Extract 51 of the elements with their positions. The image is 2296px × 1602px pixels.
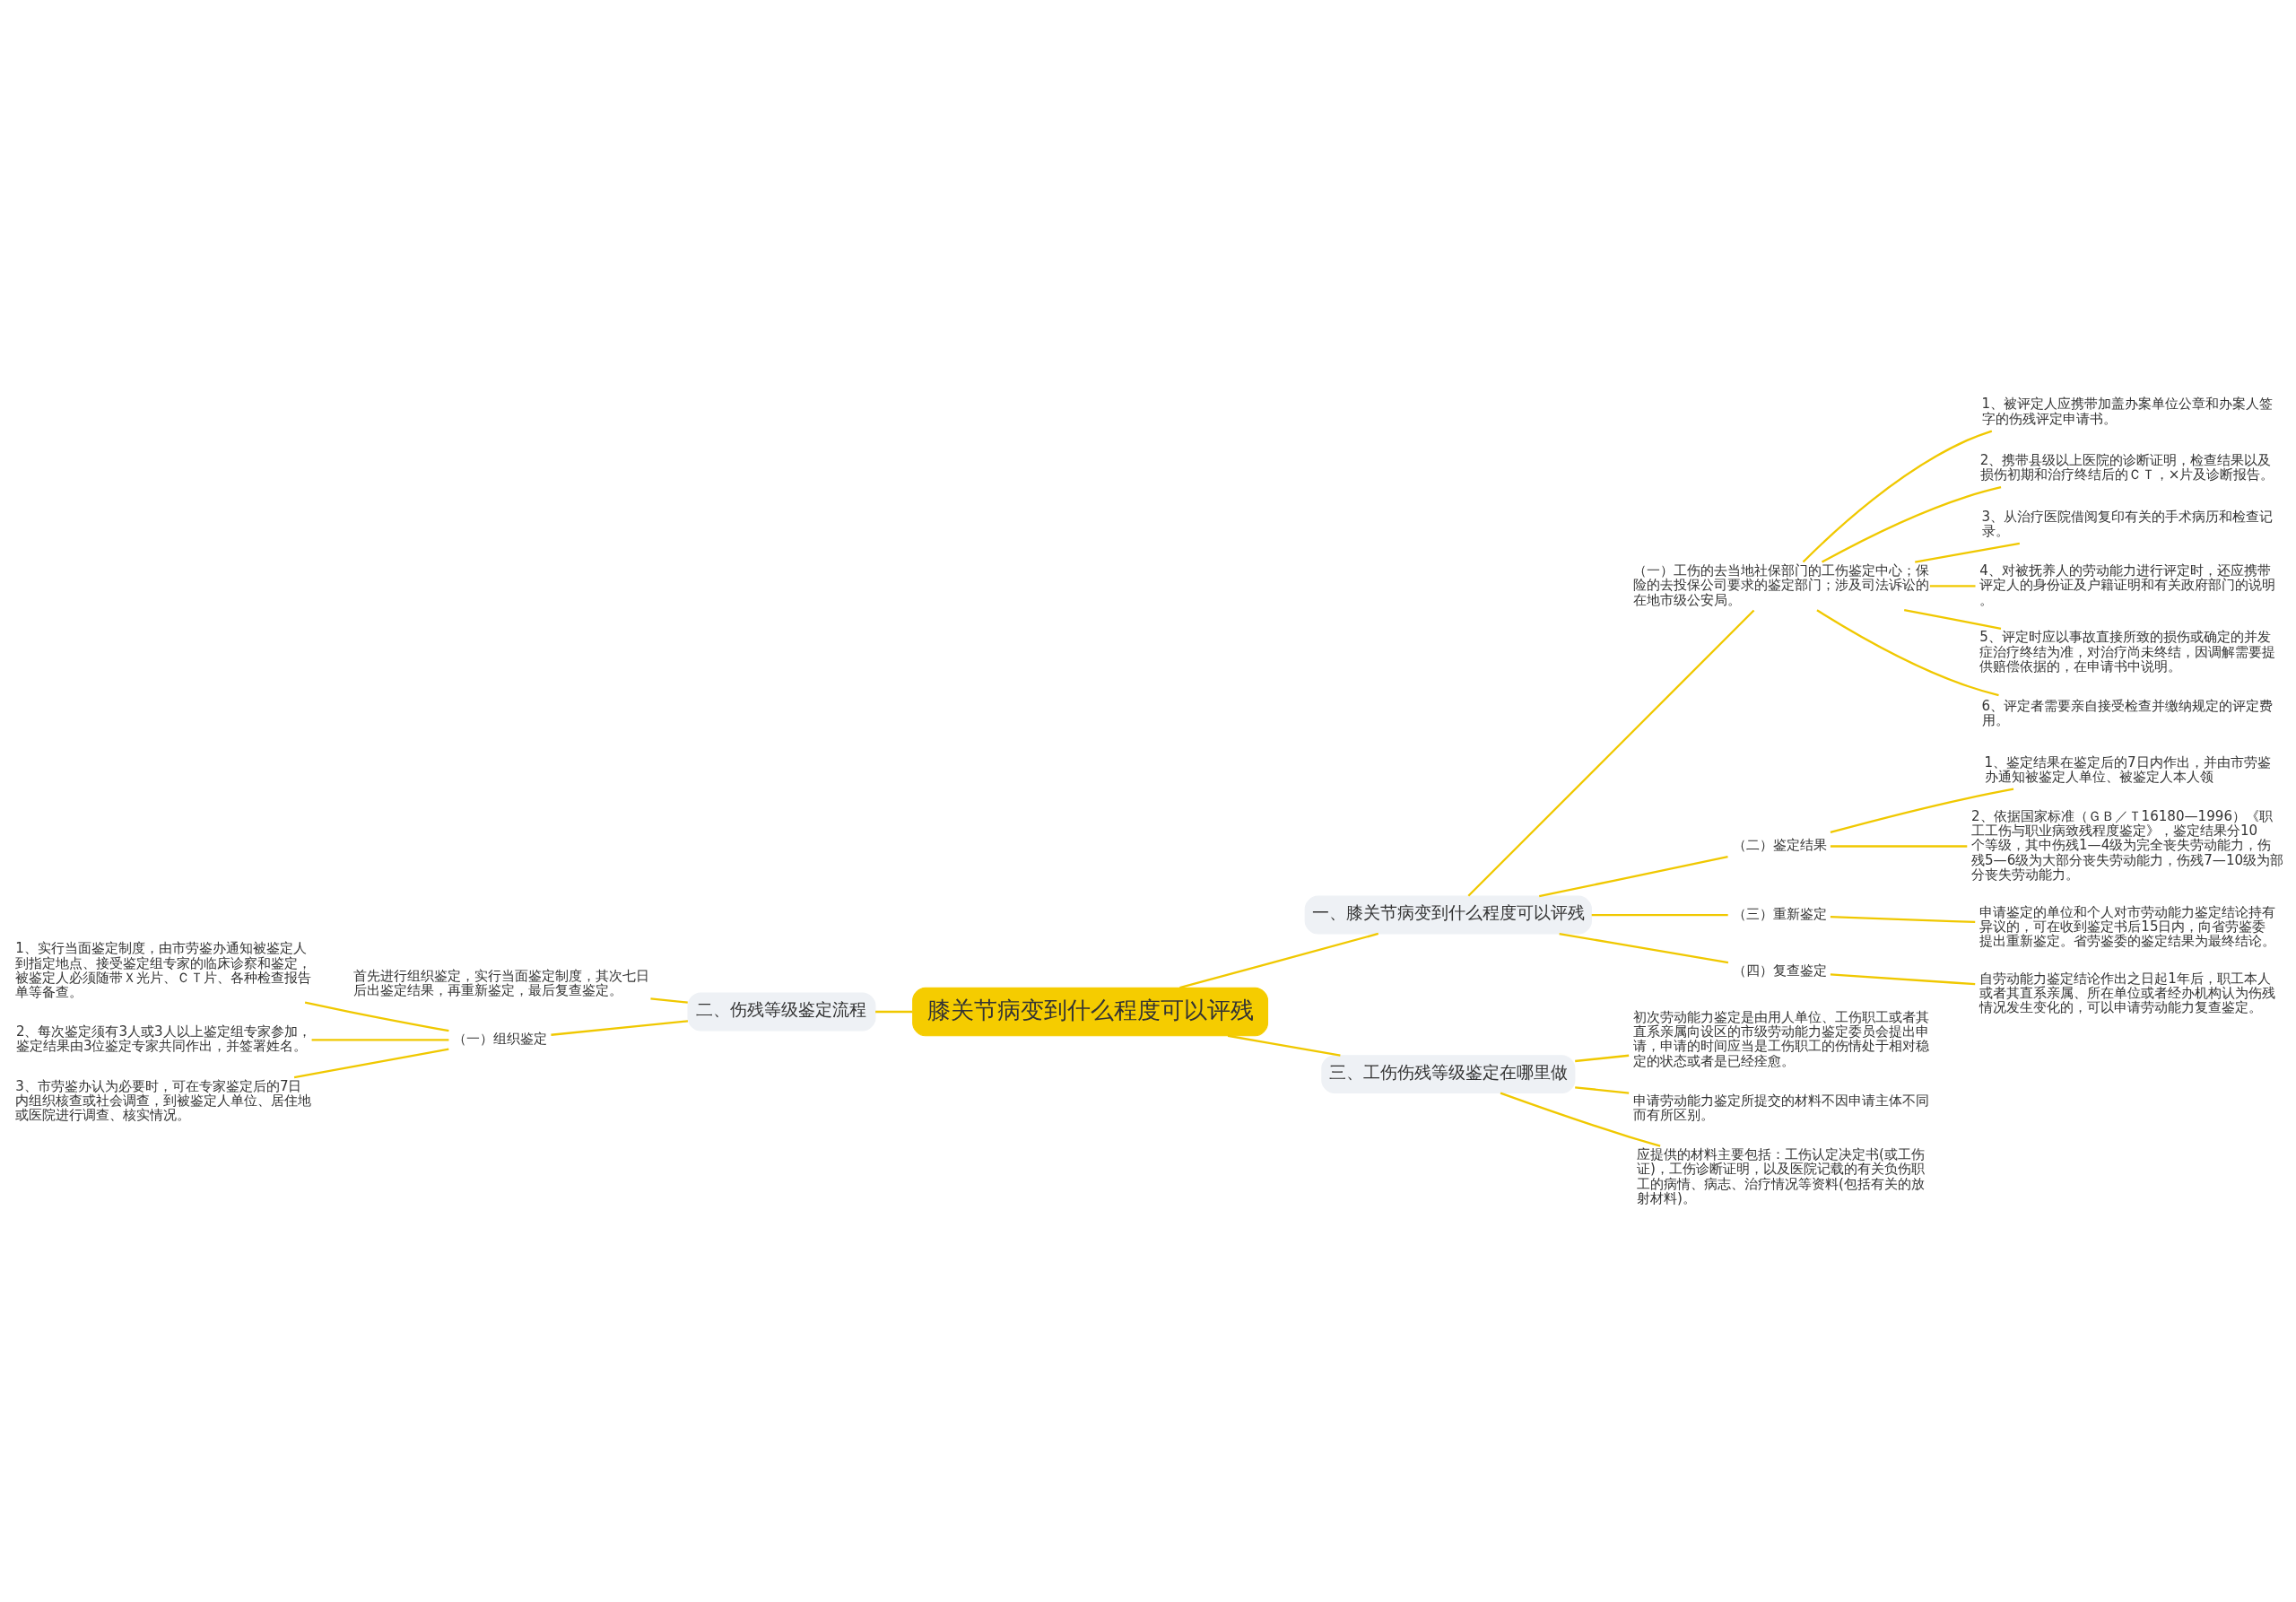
node-text: （二）鉴定结果 [1732,837,1827,854]
node-text: 2、每次鉴定须有3人或3人以上鉴定组专家参加，鉴定结果由3位鉴定专家共同作出，并签署姓名。 [15,1023,311,1055]
node-text: 2、依据国家标准（ＧＢ／Ｔ16180—1996）《职工工伤与职业病致残程度鉴定》，鉴定结果分10个等级，其中伤残1—4级为完全丧失劳动能力，伤残5—6级为大部分丧失劳动能力，伤残7—10级为部分丧失劳动能力。 [1971,807,2284,883]
connector [1538,856,1728,898]
connector [1179,932,1379,989]
node-text: 应提供的材料主要包括：工伤认定决定书(或工伤证)，工伤诊断证明，以及医院记载的有关负伤职工的病情、病志、治疗情况等资料(包括有关的放射材料)。 [1636,1146,1925,1206]
connector [1830,788,2014,834]
node-text: 3、从治疗医院借阅复印有关的手术病历和检查记录。 [1981,508,2274,539]
node-text: 自劳动能力鉴定结论作出之日起1年后，职工本人或者其直系亲属、所在单位或者经办机构认为伤残情况发生变化的，可以申请劳动能力复查鉴定。 [1979,970,2276,1016]
connector [1559,932,1729,964]
connector [1830,915,1976,924]
node-text: 2、携带县级以上医院的诊断证明，检查结果以及损伤初期和治疗终结后的ＣＴ，×片及诊断报告。 [1979,452,2274,483]
connector [1467,609,1755,897]
connector [1575,1086,1630,1094]
node-text: 首先进行组织鉴定，实行当面鉴定制度，其次七日后出鉴定结果，再重新鉴定，最后复查鉴定。 [353,967,650,998]
node-text: 1、被评定人应携带加盖办案单位公章和办案人签字的伤残评定申请书。 [1981,396,2274,427]
node-text: （一）工伤的去当地社保部门的工伤鉴定中心；保险的去投保公司要求的鉴定部门；涉及司法诉讼的在地市级公安局。 [1632,562,1929,608]
connector [1500,1092,1661,1147]
connector [1929,585,1976,588]
connector [1816,609,1999,697]
connector [1802,430,1993,563]
node-text: 4、对被抚养人的劳动能力进行评定时，还应携带评定人的身份证及户籍证明和有关政府部门的说明。 [1979,562,2276,608]
node-box: 一、膝关节病变到什么程度可以评残 [1304,895,1592,935]
connector [875,1010,913,1014]
node-text: 6、评定者需要亲自接受检查并缴纳规定的评定费用。 [1981,697,2274,729]
node-box: 二、伤残等级鉴定流程 [687,992,876,1032]
connector [1903,608,2002,631]
node-text: 申请鉴定的单位和个人对市劳动能力鉴定结论持有异议的，可在收到鉴定书后15日内，向省劳鉴委提出重新鉴定。省劳鉴委的鉴定结果为最终结论。 [1979,903,2276,950]
node-text: 1、实行当面鉴定制度，由市劳鉴办通知被鉴定人到指定地点、接受鉴定组专家的临床诊察和鉴定，被鉴定人必须随带Ｘ光片、ＣＴ片、各种检查报告单等备查。 [15,940,312,1001]
connector [1830,845,1968,848]
connector [551,1020,689,1036]
node-text: （三）重新鉴定 [1732,906,1827,923]
node-text: 1、鉴定结果在鉴定后的7日内作出，并由市劳鉴办通知被鉴定人单位、被鉴定人本人领 [1984,753,2271,785]
node-text: （四）复查鉴定 [1732,962,1827,979]
connector [1591,913,1728,917]
node-text: 3、市劳鉴办认为必要时，可在专家鉴定后的7日内组织核查或社会调查，到被鉴定人单位、居住地或医院进行调查、核实情况。 [15,1077,312,1124]
node-text: （一）组织鉴定 [453,1031,548,1048]
connector [1915,542,2020,563]
connector [293,1048,449,1079]
node-text: 申请劳动能力鉴定所提交的材料不因申请主体不同而有所区别。 [1632,1092,1929,1124]
connector [304,1001,449,1032]
node-box: 膝关节病变到什么程度可以评残 [912,987,1269,1037]
connector [1227,1034,1341,1057]
connector [311,1039,449,1041]
connector [650,997,688,1004]
connector [1575,1054,1630,1063]
node-text: 初次劳动能力鉴定是由用人单位、工伤职工或者其直系亲属向设区的市级劳动能力鉴定委员会提出申请，申请的时间应当是工伤职工的伤情处于相对稳定的状态或者是已经痊愈。 [1632,1008,1929,1069]
connector [1830,973,1976,986]
connector [1821,486,2002,563]
node-box: 三、工伤伤残等级鉴定在哪里做 [1321,1055,1576,1094]
node-text: 5、评定时应以事故直接所致的损伤或确定的并发症治疗终结为准，对治疗尚未终结，因调解需要提供赔偿依据的，在申请书中说明。 [1979,629,2276,675]
